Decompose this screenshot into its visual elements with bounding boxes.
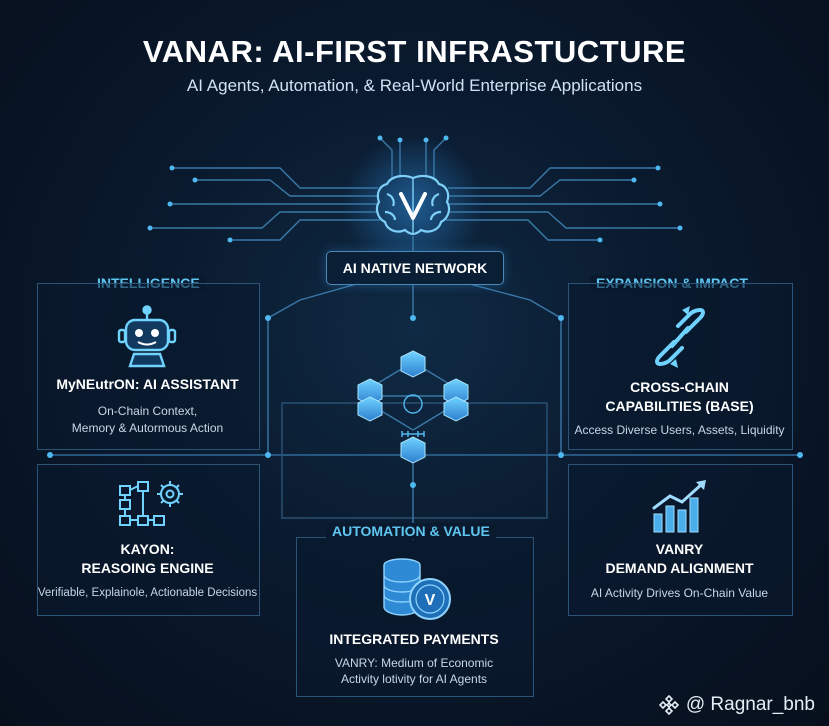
chain-link-icon — [655, 306, 705, 368]
card-vanry-title-line1: VANRY — [655, 541, 704, 557]
brain-icon — [375, 174, 451, 236]
card-crosschain: CROSS-CHAIN CAPABILITIES (BASE) Access D… — [568, 378, 791, 439]
watermark-text: @ Ragnar_bnb — [685, 694, 815, 715]
panel-expansion-top — [568, 283, 793, 450]
card-myneutron-desc-line2: Memory & Autormous Action — [71, 421, 224, 435]
card-kayon-title-line1: KAYON: — [120, 541, 175, 557]
card-myneutron-desc: On-Chain Context, Memory & Autormous Act… — [37, 403, 258, 437]
coin-stack-icon: V — [383, 558, 451, 620]
section-heading-automation: AUTOMATION & VALUE — [326, 523, 496, 539]
coin-letter: V — [425, 592, 436, 609]
card-myneutron-desc-line1: On-Chain Context, — [97, 404, 198, 418]
ai-native-network-badge: AI NATIVE NETWORK — [326, 251, 504, 285]
blockchain-cubes-icon — [357, 350, 469, 464]
card-myneutron: MyNEutrON: AI ASSISTANT On-Chain Context… — [37, 375, 258, 437]
card-vanry-title-line2: DEMAND ALIGNMENT — [605, 560, 754, 576]
card-vanry: VANRY DEMAND ALIGNMENT AI Activity Drive… — [568, 540, 791, 602]
flowchart-gear-icon — [119, 481, 183, 526]
panel-expansion-bottom — [568, 464, 793, 616]
page-title: VANAR: AI-FIRST INFRASTUCTURE — [142, 34, 687, 69]
card-crosschain-title-line2: CAPABILITIES (BASE) — [605, 398, 754, 414]
card-vanry-desc: AI Activity Drives On-Chain Value — [590, 586, 769, 600]
card-kayon: KAYON: REASOING ENGINE Verifiable, Expla… — [37, 540, 258, 602]
growth-chart-icon — [652, 480, 706, 533]
card-crosschain-desc: Access Diverse Users, Assets, Liquidity — [574, 423, 785, 437]
card-kayon-desc: Verifiable, Explainole, Actionable Decis… — [37, 587, 258, 599]
card-payments-desc: VANRY: Medium of Economic Activity lotiv… — [296, 655, 532, 687]
card-myneutron-title: MyNEutrON: AI ASSISTANT — [56, 376, 239, 392]
card-payments: INTEGRATED PAYMENTS VANRY: Medium of Eco… — [296, 630, 532, 687]
robot-icon — [117, 305, 177, 368]
binance-logo-icon — [658, 694, 679, 716]
watermark: @ Ragnar_bnb — [658, 694, 815, 716]
page-subtitle: AI Agents, Automation, & Real-World Ente… — [186, 76, 643, 95]
card-payments-desc-line2: Activity lotivity for AI Agents — [340, 672, 488, 686]
card-crosschain-title-line1: CROSS-CHAIN — [630, 379, 729, 395]
card-payments-title: INTEGRATED PAYMENTS — [329, 631, 499, 647]
card-kayon-title-line2: REASOING ENGINE — [81, 560, 214, 576]
card-payments-desc-line1: VANRY: Medium of Economic — [334, 656, 494, 670]
